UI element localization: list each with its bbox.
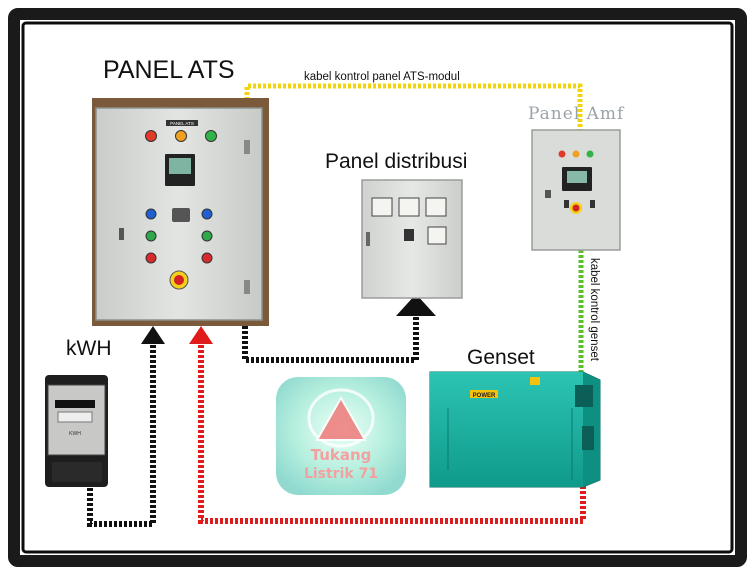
logo-line1: Tukang	[311, 446, 372, 464]
panel-ats-image: PANEL ATS	[92, 98, 269, 326]
label-kwh: kWH	[66, 337, 112, 360]
label-cable-ats-modul: kabel kontrol panel ATS-modul	[304, 71, 460, 83]
cable-kwh-to-ats	[87, 326, 165, 527]
panel-amf-image	[531, 129, 621, 251]
label-genset: Genset	[467, 346, 535, 369]
label-cable-genset: kabel kontrol genset	[588, 258, 600, 361]
panel-distribusi-image	[361, 179, 463, 299]
logo-line2: Listrik 71	[304, 466, 378, 482]
kwh-meter-image: KWH	[45, 375, 108, 487]
label-panel-ats: PANEL ATS	[103, 56, 235, 84]
panel-ats-plate: PANEL ATS	[170, 121, 194, 126]
genset-image: POWER	[429, 371, 601, 488]
cable-control-ats-modul	[244, 83, 583, 135]
kwh-brand: KWH	[69, 431, 81, 437]
cable-genset-to-ats	[189, 326, 586, 524]
label-panel-distribusi: Panel distribusi	[325, 150, 468, 173]
label-panel-amf: Panel Amf	[528, 104, 625, 124]
tukang-listrik-logo: Tukang Listrik 71	[276, 377, 406, 495]
genset-brand: POWER	[473, 393, 496, 399]
cable-ats-to-distribusi	[242, 294, 436, 363]
